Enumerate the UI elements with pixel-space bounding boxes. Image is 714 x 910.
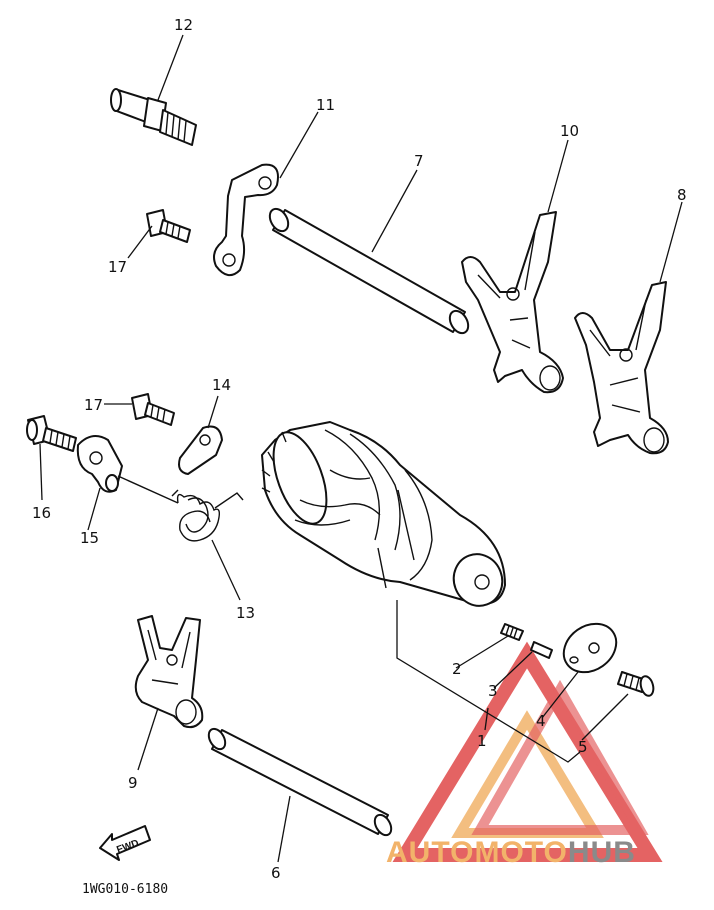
part-9-shift-fork — [134, 615, 204, 729]
callout-6: 6 — [271, 864, 281, 882]
leader-lines — [39, 34, 683, 863]
part-code: 1WG010-6180 — [82, 882, 168, 897]
part-5-screw — [617, 671, 655, 697]
part-3-dowel — [530, 641, 553, 659]
watermark-part2: HUB — [568, 836, 636, 869]
callout-3: 3 — [488, 682, 498, 700]
callout-15: 15 — [80, 529, 99, 547]
callout-4: 4 — [536, 712, 546, 730]
callout-9: 9 — [128, 774, 138, 792]
part-12-pin-bolt — [110, 88, 197, 146]
watermark-logo — [392, 641, 663, 862]
watermark-text: AUTOMOTOHUB — [386, 836, 636, 869]
part-15-lever — [76, 435, 123, 493]
part-7-shaft — [268, 207, 470, 335]
shift-drum — [261, 421, 506, 607]
callout-1: 1 — [477, 732, 487, 750]
callout-2: 2 — [452, 660, 462, 678]
part-10-shift-fork — [461, 211, 564, 394]
watermark-part1: AUTOMOTO — [386, 836, 568, 869]
callout-7: 7 — [414, 152, 424, 170]
callout-8: 8 — [677, 186, 687, 204]
part-4-plate — [562, 622, 618, 674]
part-8-shift-fork — [574, 281, 669, 455]
callout-10: 10 — [560, 122, 579, 140]
callout-16: 16 — [32, 504, 51, 522]
fwd-arrow: FWD — [99, 825, 151, 861]
part-6-shaft — [207, 727, 393, 837]
callout-12: 12 — [174, 16, 193, 34]
callout-5: 5 — [578, 738, 588, 756]
part-16-bolt — [26, 415, 77, 452]
part-17-bolt-upper — [146, 209, 191, 243]
part-17-bolt-lower — [131, 393, 175, 426]
part-14-stopper — [178, 425, 223, 475]
callout-17-upper: 17 — [108, 258, 127, 276]
callout-14: 14 — [212, 376, 231, 394]
callout-labels: 12 11 7 10 8 17 14 17 16 15 13 2 3 4 1 5… — [32, 16, 687, 882]
callout-13: 13 — [236, 604, 255, 622]
part-13-spring — [117, 475, 244, 542]
callout-17-lower: 17 — [84, 396, 103, 414]
part-2-pin — [500, 623, 524, 641]
part-11-plate — [213, 163, 279, 277]
callout-11: 11 — [316, 96, 335, 114]
